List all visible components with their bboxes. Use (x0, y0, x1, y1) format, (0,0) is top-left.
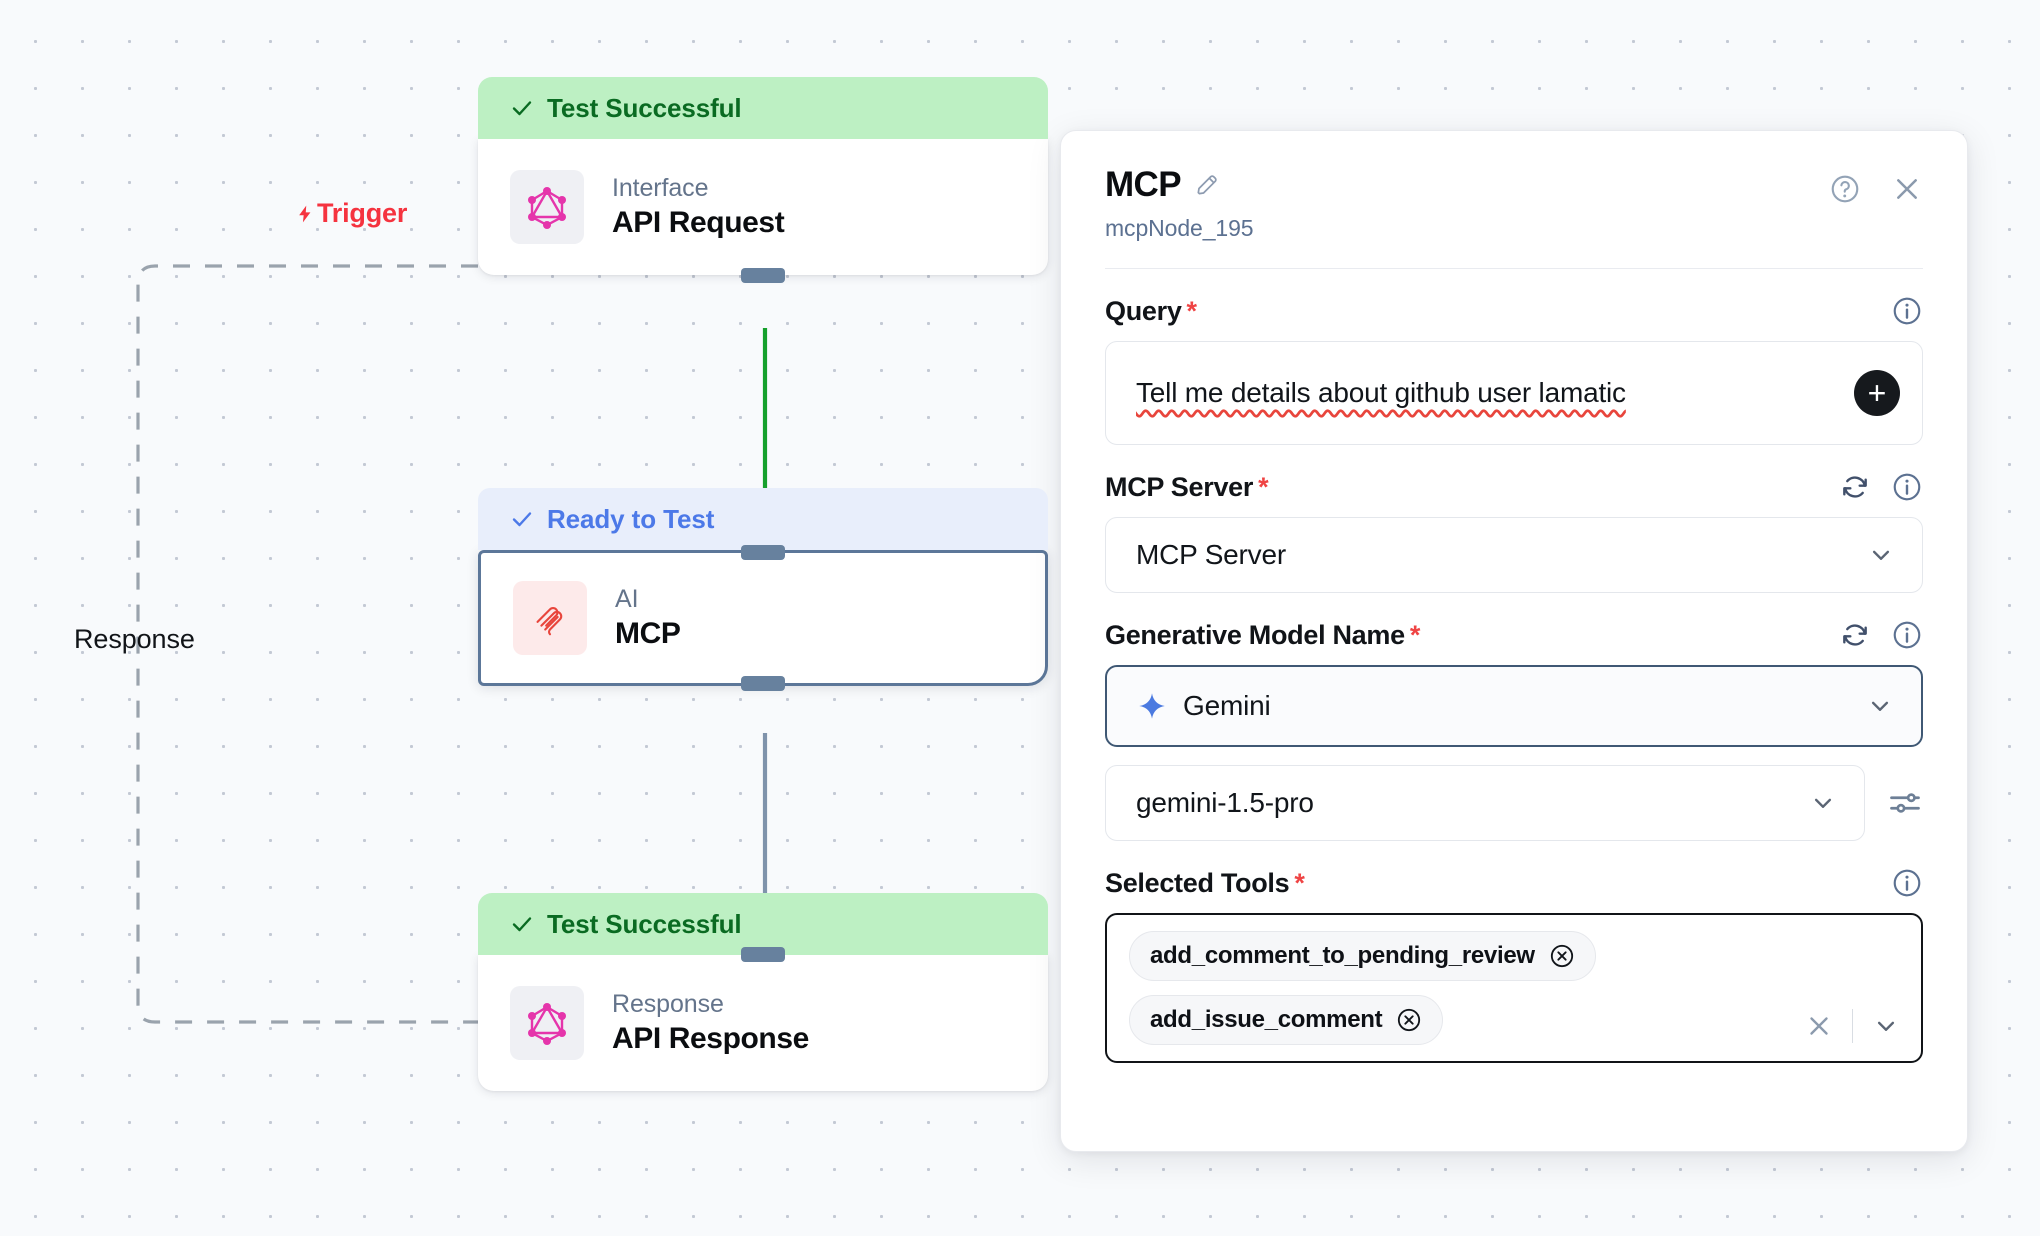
node-body[interactable]: Response API Response (478, 947, 1048, 1091)
model-name-select[interactable]: gemini-1.5-pro (1105, 765, 1865, 841)
mcp-config-panel[interactable]: MCP mcpNode_195 Query* (1060, 130, 1968, 1152)
node-body[interactable]: AI MCP (478, 545, 1048, 691)
required-asterisk: * (1258, 471, 1269, 502)
tool-chip[interactable]: add_comment_to_pending_review (1129, 931, 1596, 981)
node-status-badge: Ready to Test (478, 488, 1048, 550)
node-title: API Response (612, 1022, 809, 1055)
page-title: MCP (1105, 165, 1182, 204)
refresh-icon[interactable] (1839, 619, 1871, 651)
required-asterisk: * (1186, 295, 1198, 326)
node-status-text: Test Successful (547, 908, 742, 939)
field-mcp-server: MCP Server* (1105, 471, 1923, 593)
panel-header-actions (1829, 173, 1923, 205)
node-kind: Response (612, 990, 724, 1018)
node-text: AI MCP (615, 585, 681, 651)
sliders-icon[interactable] (1887, 785, 1923, 821)
mcp-server-select[interactable]: MCP Server (1105, 517, 1923, 593)
tool-chip-label: add_issue_comment (1150, 1006, 1383, 1033)
response-label: Response (74, 624, 195, 654)
chevron-down-icon[interactable] (1866, 540, 1896, 570)
field-model-provider: Generative Model Name* (1105, 619, 1923, 841)
remove-chip-icon[interactable] (1549, 943, 1575, 969)
graphql-icon (510, 986, 584, 1060)
node-status-badge: Test Successful (478, 77, 1048, 139)
check-icon (512, 101, 532, 116)
tool-chip-label: add_comment_to_pending_review (1150, 942, 1535, 969)
query-input[interactable]: Tell me details about github user lamati… (1105, 341, 1923, 445)
info-icon[interactable] (1891, 619, 1923, 651)
mcp-server-value: MCP Server (1136, 539, 1286, 570)
mcp-server-label-text: MCP Server (1105, 471, 1254, 502)
required-asterisk: * (1294, 867, 1305, 898)
model-provider-label-text: Generative Model Name (1105, 619, 1405, 650)
node-handle-top[interactable] (741, 947, 785, 962)
node-title: API Request (612, 206, 785, 239)
node-kind: Interface (612, 174, 709, 202)
mcp-icon (513, 581, 587, 655)
close-icon[interactable] (1891, 173, 1923, 205)
header-divider (1105, 268, 1923, 269)
remove-chip-icon[interactable] (1396, 1007, 1422, 1033)
model-name-row: gemini-1.5-pro (1105, 765, 1923, 841)
pencil-icon[interactable] (1194, 172, 1220, 198)
chevron-down-icon[interactable] (1808, 788, 1838, 818)
panel-body: Query* Tell me details about github user… (1061, 295, 1967, 1063)
node-mcp[interactable]: Ready to Test AI MCP (478, 488, 1048, 691)
node-handle-bottom[interactable] (741, 676, 785, 691)
model-provider-label: Generative Model Name* (1105, 620, 1420, 651)
selected-tools-actions (1804, 1009, 1901, 1043)
trigger-label: Trigger (295, 198, 407, 229)
info-icon[interactable] (1891, 295, 1923, 327)
info-icon[interactable] (1891, 867, 1923, 899)
node-status-text: Ready to Test (547, 503, 715, 534)
field-selected-tools: Selected Tools* add_comment_to_pending_r… (1105, 867, 1923, 1063)
model-provider-value: Gemini (1183, 690, 1271, 721)
node-body[interactable]: Interface API Request (478, 139, 1048, 283)
mcp-server-label: MCP Server* (1105, 471, 1269, 503)
model-provider-select[interactable]: Gemini (1105, 665, 1923, 747)
node-handle-bottom[interactable] (741, 268, 785, 283)
required-asterisk: * (1409, 619, 1421, 650)
selected-tools-label: Selected Tools* (1105, 868, 1305, 899)
model-name-value: gemini-1.5-pro (1136, 787, 1314, 818)
node-id: mcpNode_195 (1105, 215, 1254, 241)
field-query: Query* Tell me details about github user… (1105, 295, 1923, 445)
node-text: Interface API Request (612, 174, 785, 240)
refresh-icon[interactable] (1839, 471, 1871, 503)
node-api-response[interactable]: Test Successful Response A (478, 893, 1048, 1091)
chevron-down-icon[interactable] (1865, 691, 1895, 721)
trigger-label-text: Trigger (317, 198, 408, 228)
add-variable-button[interactable]: + (1854, 370, 1900, 416)
node-kind: AI (615, 585, 639, 613)
help-circle-icon[interactable] (1829, 173, 1861, 205)
node-status-badge: Test Successful (478, 893, 1048, 955)
node-text: Response API Response (612, 990, 809, 1056)
query-label: Query* (1105, 296, 1197, 327)
node-handle-top[interactable] (741, 545, 785, 560)
query-label-text: Query (1105, 295, 1182, 326)
chevron-down-icon[interactable] (1871, 1011, 1901, 1041)
node-api-request[interactable]: Test Successful Interface (478, 77, 1048, 283)
node-title: MCP (615, 617, 681, 650)
lightning-bolt-icon (299, 205, 311, 222)
node-status-text: Test Successful (547, 92, 742, 123)
selected-tools-label-text: Selected Tools (1105, 867, 1290, 898)
check-icon (512, 917, 532, 932)
tool-chip[interactable]: add_issue_comment (1129, 995, 1444, 1045)
gemini-star-icon (1139, 693, 1165, 719)
query-value[interactable]: Tell me details about github user lamati… (1136, 377, 1626, 408)
selected-tools-input[interactable]: add_comment_to_pending_review add_issue_… (1105, 913, 1923, 1063)
model-provider-value-wrap: Gemini (1137, 690, 1271, 722)
graphql-icon (510, 170, 584, 244)
divider (1852, 1009, 1853, 1043)
info-icon[interactable] (1891, 471, 1923, 503)
check-icon (512, 512, 532, 527)
panel-header: MCP mcpNode_195 (1061, 131, 1967, 242)
clear-icon[interactable] (1804, 1011, 1834, 1041)
